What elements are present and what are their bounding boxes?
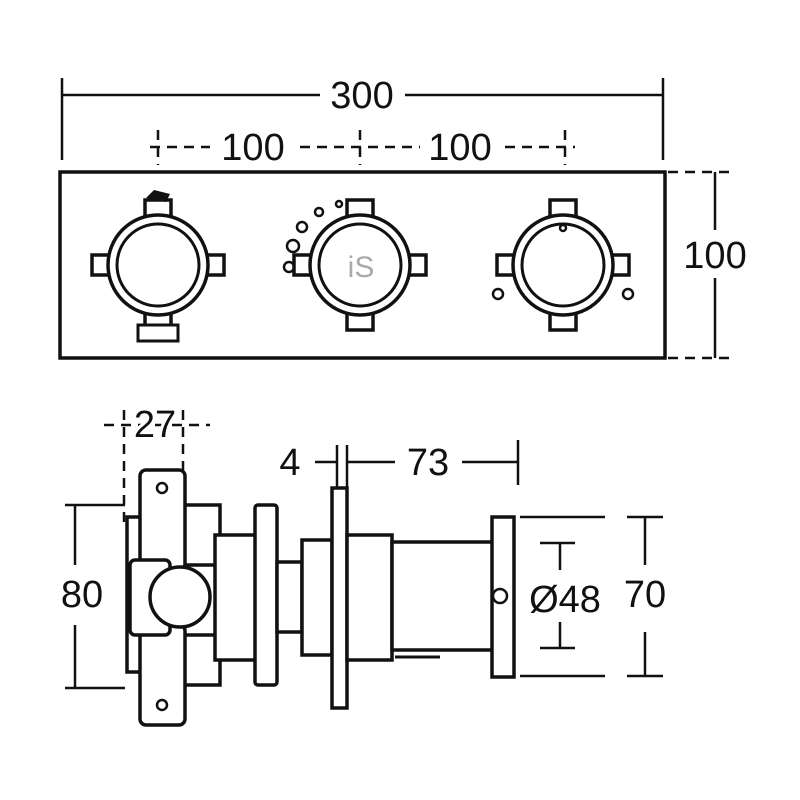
knob-left [90,190,226,343]
knob-spacing-dimension: 100 100 [150,127,575,169]
body-height-label: 80 [61,574,103,616]
plate-height-dimension: 100 [668,170,747,360]
knob-flange-label: 70 [624,574,666,616]
knob-dimensions: Ø48 70 [520,515,666,678]
valve-body-side-view [125,468,516,727]
brand-logo: iS [348,251,375,284]
spacing-left-label: 100 [221,127,284,169]
spacing-right-label: 100 [428,127,491,169]
body-depth-dimension: 27 [104,401,210,525]
plate-thickness-label: 4 [279,442,300,484]
body-depth-label: 27 [134,404,176,446]
knob-diameter-label: Ø48 [529,579,601,621]
knob-center: iS [282,198,428,332]
knob-right [491,198,635,332]
body-height-dimension: 80 [61,503,125,690]
projection-label: 73 [407,442,449,484]
plate-height-label: 100 [683,235,746,277]
plate-thickness-dimension: 4 73 [279,440,520,490]
overall-width-label: 300 [330,75,393,117]
overall-width-dimension: 300 [60,75,665,160]
